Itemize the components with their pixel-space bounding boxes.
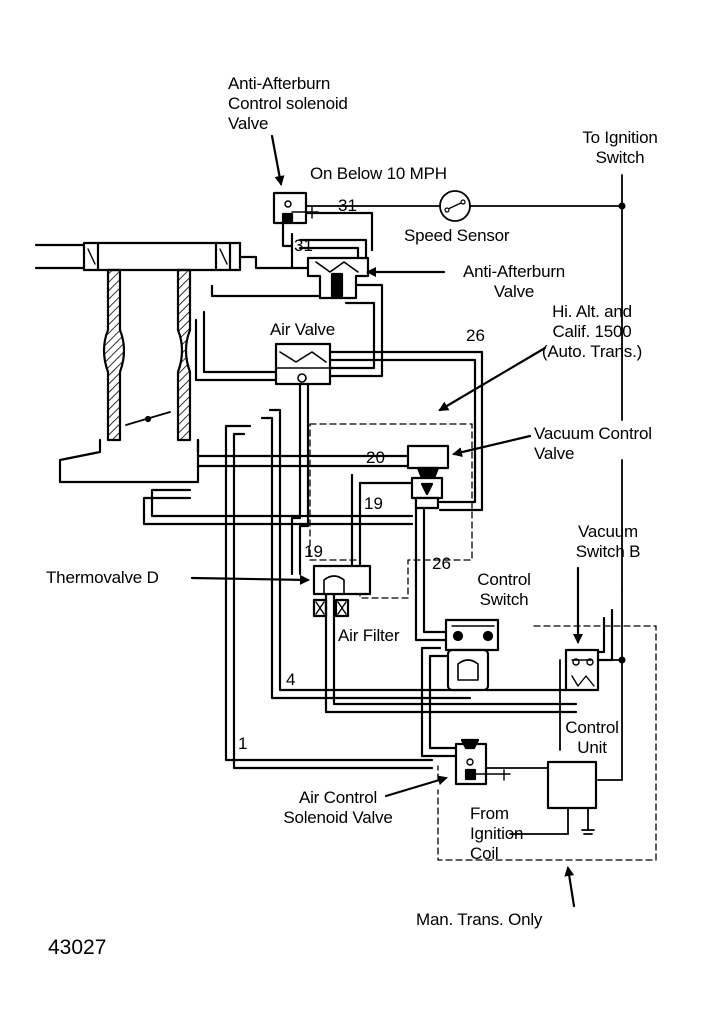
vacuum-control-valve bbox=[406, 444, 450, 510]
hose-number-31: 31 bbox=[338, 196, 357, 215]
label-line: Anti-Afterburn bbox=[228, 74, 331, 93]
label-line: Vacuum Control bbox=[534, 424, 652, 443]
label-line: Control bbox=[565, 718, 619, 737]
hi-alt-outline bbox=[309, 423, 473, 599]
label-line: Unit bbox=[577, 738, 607, 757]
hose-number-19: 19 bbox=[364, 494, 383, 513]
air-valve bbox=[274, 342, 332, 386]
air-valve-label: Air Valve bbox=[270, 320, 335, 339]
control-switch-label: Control Switch bbox=[464, 570, 544, 610]
label-line: Calif. 1500 bbox=[552, 322, 632, 341]
vacuum-hoses bbox=[142, 211, 614, 770]
anti-afterburn-valve-label: Anti-Afterburn Valve bbox=[442, 262, 586, 302]
vacuum-switch-b bbox=[564, 648, 600, 692]
figure-number: 43027 bbox=[48, 936, 107, 959]
vacuum-control-valve-label: Vacuum Control Valve bbox=[534, 424, 652, 464]
label-line: Air Control bbox=[298, 788, 378, 807]
label-line: Vacuum bbox=[578, 522, 638, 541]
label-line: Valve bbox=[228, 114, 269, 133]
hose-number-19: 19 bbox=[304, 542, 323, 561]
air-control-solenoid-valve bbox=[454, 738, 511, 786]
control-switch bbox=[444, 618, 500, 692]
anti-afterburn-control-solenoid-valve bbox=[272, 191, 319, 225]
label-line: To Ignition bbox=[582, 128, 658, 147]
vacuum-switch-b-label: Vacuum Switch B bbox=[556, 522, 660, 562]
hose-number-4: 4 bbox=[286, 670, 296, 689]
control-unit bbox=[546, 760, 598, 810]
hose-number-31: 31 bbox=[294, 236, 313, 255]
label-line: From bbox=[470, 804, 509, 823]
callout-arrows bbox=[190, 134, 583, 908]
anti-afterburn-valve bbox=[306, 256, 370, 300]
label-line: Switch bbox=[479, 590, 529, 609]
label-line: Coil bbox=[470, 844, 499, 863]
label-line: Solenoid Valve bbox=[283, 808, 393, 827]
thermovalve-d-label: Thermovalve D bbox=[46, 568, 159, 587]
label-line: Switch bbox=[595, 148, 645, 167]
thermovalve-d bbox=[312, 564, 372, 618]
control-unit-label: Control Unit bbox=[552, 718, 632, 758]
label-line: Anti-Afterburn bbox=[462, 262, 566, 281]
wiring bbox=[305, 174, 626, 835]
hose-number-26: 26 bbox=[466, 326, 485, 345]
man-trans-only-label: Man. Trans. Only bbox=[416, 910, 543, 929]
label-line: Valve bbox=[534, 444, 575, 463]
to-ignition-switch-label: To Ignition Switch bbox=[556, 128, 684, 168]
label-line: Control solenoid bbox=[228, 94, 348, 113]
speed-sensor bbox=[439, 190, 471, 222]
label-line: Switch B bbox=[575, 542, 641, 561]
air-control-solenoid-valve-label: Air Control Solenoid Valve bbox=[276, 788, 400, 828]
label-line: (Auto. Trans.) bbox=[541, 342, 643, 361]
label-line: Ignition bbox=[470, 824, 524, 843]
hose-number-26: 26 bbox=[432, 554, 451, 573]
label-line: Control bbox=[477, 570, 531, 589]
hose-number-1: 1 bbox=[238, 734, 248, 753]
hi-alt-calif-label: Hi. Alt. and Calif. 1500 (Auto. Trans.) bbox=[524, 302, 660, 362]
speed-sensor-label: Speed Sensor bbox=[404, 226, 510, 245]
hose-number-20: 20 bbox=[366, 448, 385, 467]
carburetor bbox=[34, 241, 242, 484]
label-line: Hi. Alt. and bbox=[552, 302, 632, 321]
anti-afterburn-control-solenoid-label: Anti-Afterburn Control solenoid Valve bbox=[228, 74, 348, 134]
label-line: Valve bbox=[493, 282, 535, 301]
air-filter-label: Air Filter bbox=[338, 626, 400, 645]
from-ignition-coil-label: From Ignition Coil bbox=[470, 804, 523, 864]
on-below-10-mph-label: On Below 10 MPH bbox=[310, 164, 447, 183]
